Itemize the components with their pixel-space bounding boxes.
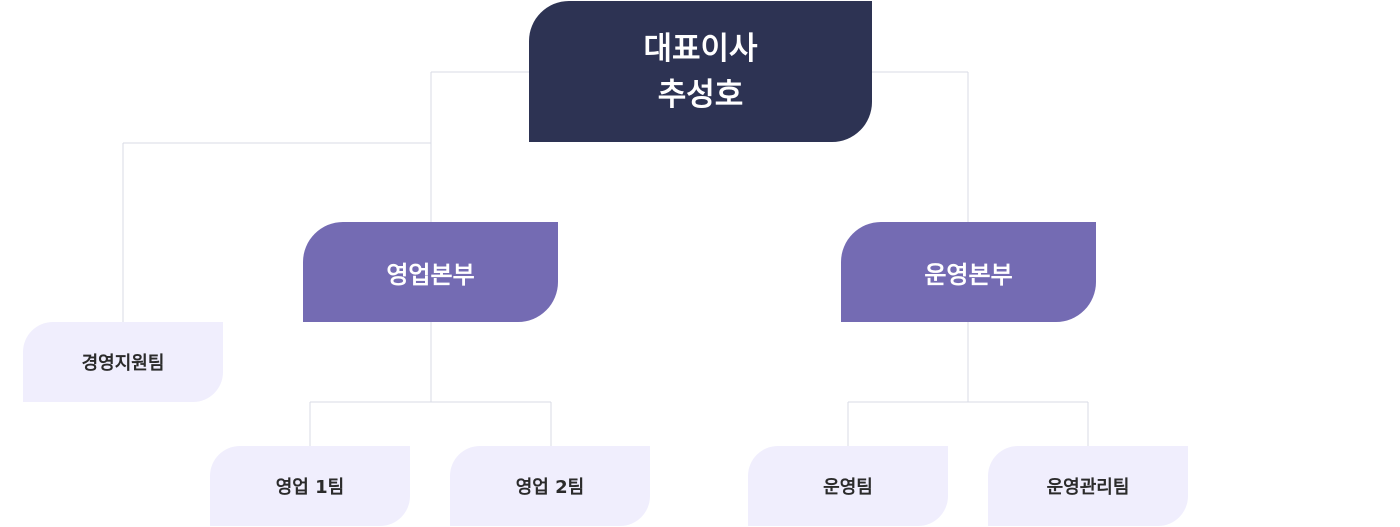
team-label: 운영팀 xyxy=(823,477,873,498)
division-label: 운영본부 xyxy=(924,260,1013,289)
team-node-operations: 운영팀 xyxy=(748,446,948,526)
team-node-sales-1: 영업 1팀 xyxy=(210,446,410,526)
team-node-operations-management: 운영관리팀 xyxy=(988,446,1188,526)
team-label: 운영관리팀 xyxy=(1046,477,1130,498)
team-label: 경영지원팀 xyxy=(81,353,165,374)
ceo-name: 추성호 xyxy=(657,76,744,113)
team-label: 영업 2팀 xyxy=(515,477,585,498)
division-node-operations: 운영본부 xyxy=(841,222,1096,322)
ceo-node: 대표이사 추성호 xyxy=(529,1,872,142)
team-node-sales-2: 영업 2팀 xyxy=(450,446,650,526)
ceo-title: 대표이사 xyxy=(643,30,758,67)
team-label: 영업 1팀 xyxy=(275,477,345,498)
team-node-management-support: 경영지원팀 xyxy=(23,322,223,402)
division-label: 영업본부 xyxy=(386,260,475,289)
division-node-sales: 영업본부 xyxy=(303,222,558,322)
